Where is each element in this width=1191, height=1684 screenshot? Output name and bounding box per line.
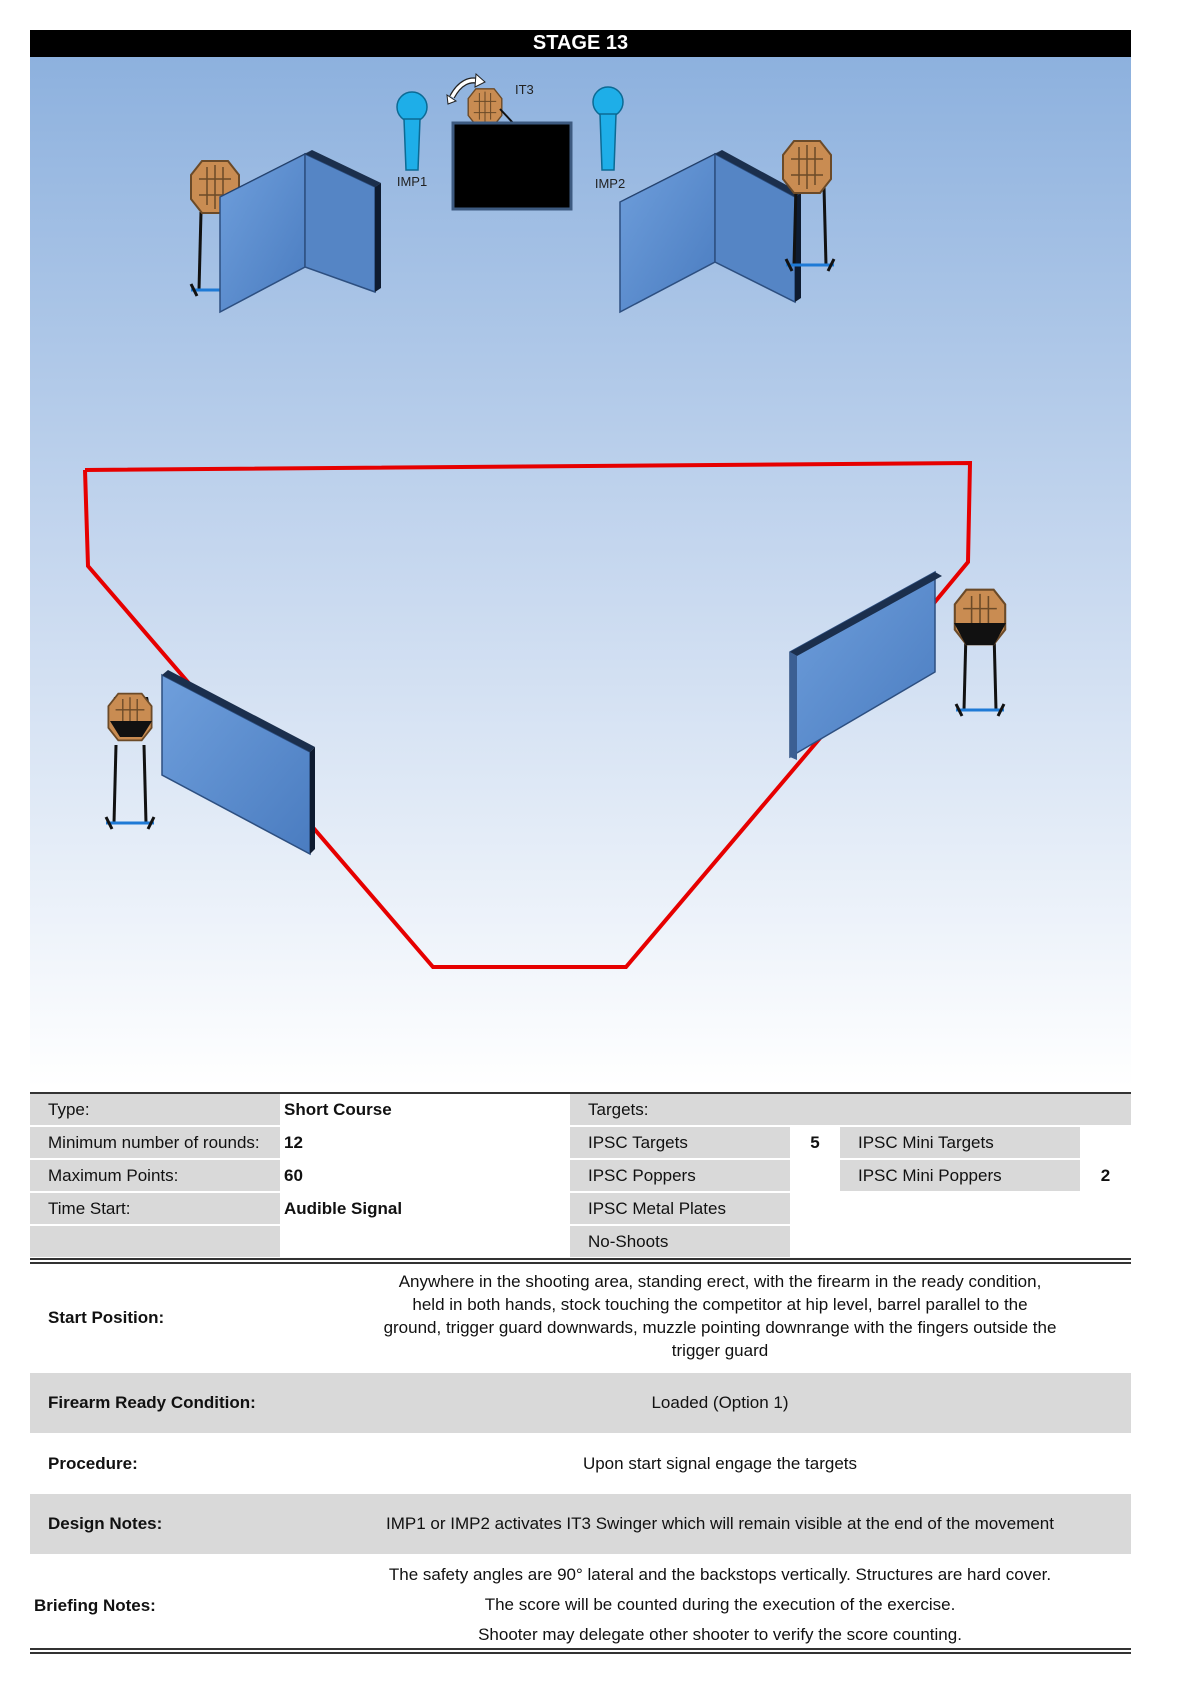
mini-poppers-label: IPSC Mini Poppers [840,1160,1080,1191]
fault-line [83,460,973,969]
start-position-line: held in both hands, stock touching the c… [412,1295,1028,1314]
wall-bottom-right [789,570,942,760]
procedure-text: Upon start signal engage the targets [582,1454,858,1473]
firearm-ready-text: Loaded (Option 1) [651,1393,789,1412]
wall-top-left [219,150,381,314]
start-position-line: ground, trigger guard downwards, muzzle … [383,1318,1057,1337]
label-imp2: IMP2 [595,176,625,191]
design-notes-text: IMP1 or IMP2 activates IT3 Swinger which… [385,1514,1054,1533]
procedure-section: Procedure: Upon start signal engage the … [30,1434,1131,1494]
firearm-ready-label: Firearm Ready Condition: [48,1393,256,1412]
time-start-label: Time Start: [30,1193,280,1224]
divider [30,1092,1131,1094]
targets-label: Targets: [570,1094,1131,1125]
briefing-notes-line: The safety angles are 90° lateral and th… [388,1565,1052,1584]
start-position-line: trigger guard [671,1341,769,1360]
design-notes-label: Design Notes: [48,1514,163,1533]
ipsc-targets-value: 5 [810,1133,820,1152]
label-imp1: IMP1 [397,174,427,189]
empty-label [30,1226,280,1257]
divider [30,1262,1131,1264]
label-it3: IT3 [515,82,534,97]
procedure-label: Procedure: [48,1454,138,1473]
briefing-notes-section: Briefing Notes: The safety angles are 90… [30,1556,1131,1648]
briefing-notes-line: The score will be counted during the exe… [484,1595,956,1614]
briefing-notes-text: The safety angles are 90° lateral and th… [330,1560,1110,1650]
min-rounds-value: 12 [284,1133,303,1152]
start-position-section: Start Position: Anywhere in the shooting… [30,1266,1131,1370]
ipsc-targets-label: IPSC Targets [570,1127,790,1158]
type-label: Type: [30,1094,280,1125]
wall-top-right [619,150,801,314]
popper-imp2 [592,86,624,171]
divider [30,1648,1131,1650]
design-notes-section: Design Notes: IMP1 or IMP2 activates IT3… [30,1494,1131,1554]
start-position-line: Anywhere in the shooting area, standing … [398,1272,1042,1291]
wall-bottom-left [161,670,315,856]
stage-drawing: IMP1 IMP2 IT3 [83,72,1007,969]
briefing-notes-line: Shooter may delegate other shooter to ve… [478,1625,962,1644]
min-rounds-label: Minimum number of rounds: [30,1127,280,1158]
stage-diagram: IMP1 IMP2 IT3 [30,57,1131,1087]
divider [30,1652,1131,1654]
target-bottom-right [953,588,1007,718]
popper-imp1 [396,91,428,171]
ipsc-metal-plates-label: IPSC Metal Plates [570,1193,790,1224]
mini-poppers-value: 2 [1100,1166,1111,1185]
max-points-value: 60 [284,1166,303,1185]
target-bottom-left [104,692,156,831]
mini-targets-label: IPSC Mini Targets [840,1127,1080,1158]
divider [30,1258,1131,1260]
type-value: Short Course [284,1100,392,1119]
briefing-notes-label: Briefing Notes: [34,1596,156,1615]
max-points-label: Maximum Points: [30,1160,280,1191]
swinger-it3 [446,72,516,126]
stage-title: STAGE 13 [30,30,1131,57]
time-start-value: Audible Signal [284,1199,403,1218]
start-position-label: Start Position: [48,1308,165,1327]
start-position-text: Anywhere in the shooting area, standing … [330,1270,1110,1362]
no-shoot-panel [451,121,573,211]
no-shoots-label: No-Shoots [570,1226,790,1257]
firearm-ready-section: Firearm Ready Condition: Loaded (Option … [30,1373,1131,1433]
ipsc-poppers-label: IPSC Poppers [570,1160,790,1191]
